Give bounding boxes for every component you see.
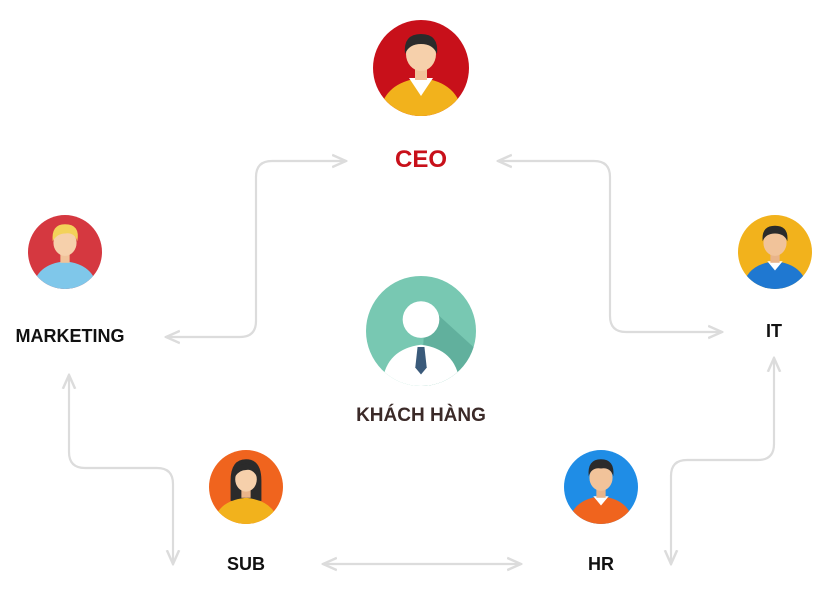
edge-marketing-sub	[69, 375, 173, 564]
sub-label: SUB	[226, 554, 265, 574]
edge-ceo-it	[498, 161, 722, 332]
customer-avatar	[366, 276, 476, 386]
hr-avatar	[564, 450, 638, 524]
it-label: IT	[766, 321, 782, 341]
ceo-label: CEO	[394, 146, 447, 173]
customer-label: KHÁCH HÀNG	[356, 405, 486, 426]
hr-label: HR	[588, 554, 614, 574]
sub-avatar	[209, 450, 283, 524]
marketing-label: MARKETING	[15, 326, 125, 346]
edge-hr-it	[671, 358, 774, 564]
it-avatar	[738, 215, 812, 289]
edge-marketing-ceo	[166, 161, 346, 337]
ceo-avatar	[373, 20, 469, 116]
marketing-avatar	[28, 215, 102, 289]
